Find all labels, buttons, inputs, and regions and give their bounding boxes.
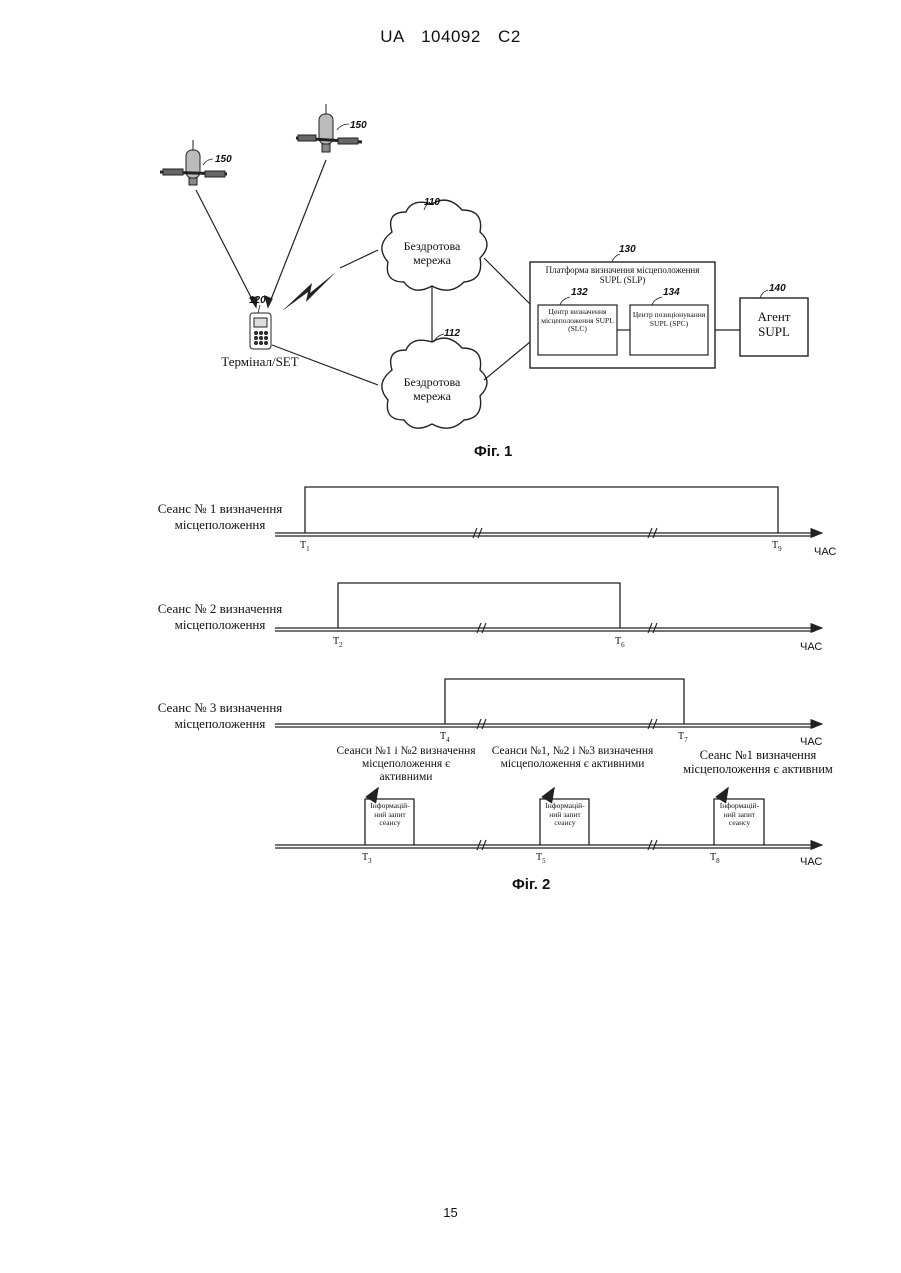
time-axis-label-1: ЧАС (814, 546, 836, 558)
agent-label: Агент SUPL (742, 310, 806, 340)
wireless-link-icon (282, 272, 336, 311)
time-axis-label-2: ЧАС (800, 641, 822, 653)
note-session-1-active: Сеанс №1 визначення місцеположення є акт… (672, 748, 844, 777)
spc-ref: 134 (663, 287, 680, 298)
request-label-3: Інформацій-ний запит сеансу (715, 802, 764, 828)
note-sessions-1-2-3-active: Сеанси №1, №2 і №3 визначення місцеполож… (490, 745, 655, 771)
tick-t7: T7 (678, 731, 688, 744)
terminal-ref: 120 (249, 295, 266, 306)
tick-t2: T2 (333, 636, 343, 649)
figure-2-caption: Фіг. 2 (512, 876, 550, 893)
tick-t8: T8 (710, 852, 720, 865)
request-label-1: Інформацій-ний запит сеансу (366, 802, 414, 828)
tick-t9: T9 (772, 540, 782, 553)
network-bottom-ref: 112 (444, 328, 460, 339)
network-bottom-label: Бездротова мережа (387, 376, 477, 404)
note-sessions-1-2-active: Сеанси №1 і №2 визначення місцеположення… (336, 745, 476, 785)
satellite-left-ref: 150 (215, 154, 232, 165)
time-axis-label-3: ЧАС (800, 736, 822, 748)
terminal-device-icon (250, 313, 271, 349)
tick-t3: T3 (362, 852, 372, 865)
figure-1-caption: Фіг. 1 (474, 443, 512, 460)
slc-ref: 132 (571, 287, 588, 298)
spc-label: Центр позиціонування SUPL (SPC) (632, 311, 706, 328)
slp-ref: 130 (619, 244, 636, 255)
session-1-label: Сеанс № 1 визначення місцеположення (150, 501, 290, 534)
tick-t6: T6 (615, 636, 625, 649)
tick-t1: T1 (300, 540, 310, 553)
tick-t5: T5 (536, 852, 546, 865)
figure-2-drawing (0, 470, 901, 890)
time-axis-label-4: ЧАС (800, 856, 822, 868)
request-label-2: Інформацій-ний запит сеансу (541, 802, 589, 828)
page-number: 15 (0, 1205, 901, 1220)
satellite-right-ref: 150 (350, 120, 367, 131)
terminal-label: Термінал/SET (205, 355, 315, 370)
network-top-ref: 110 (424, 197, 440, 208)
slc-label: Центр визначення місцеположення SUPL (SL… (539, 308, 616, 334)
network-top-label: Бездротова мережа (387, 240, 477, 268)
slp-label: Платформа визначення місцеположення SUPL… (534, 265, 711, 286)
session-2-label: Сеанс № 2 визначення місцеположення (150, 601, 290, 634)
session-3-label: Сеанс № 3 визначення місцеположення (150, 700, 290, 733)
agent-ref: 140 (769, 283, 786, 294)
tick-t4: T4 (440, 731, 450, 744)
